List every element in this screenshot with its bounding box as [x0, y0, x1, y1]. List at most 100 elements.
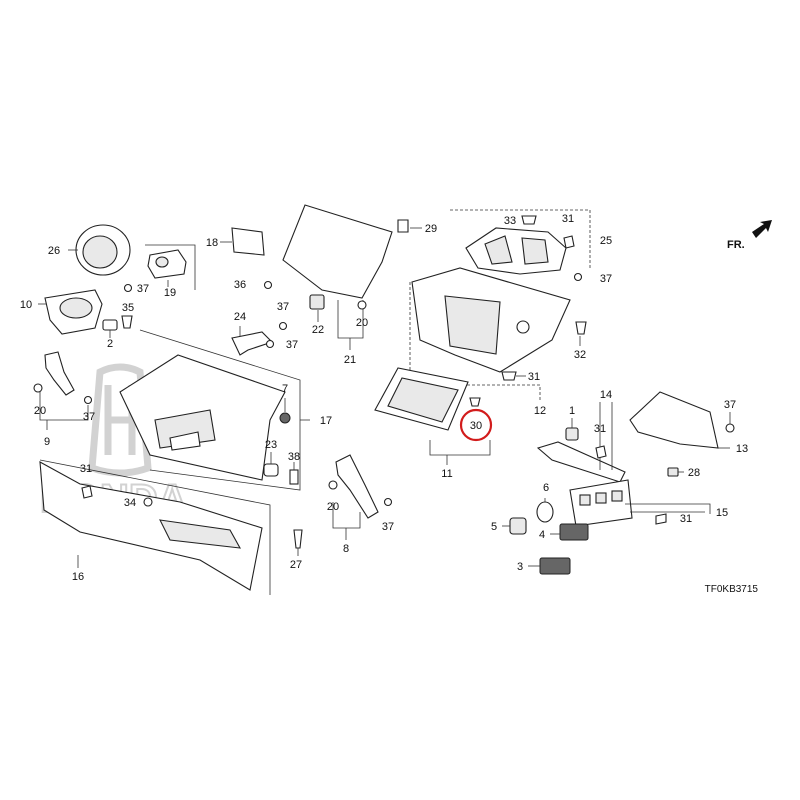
part-37-a[interactable]: [123, 283, 133, 293]
part-30[interactable]: [469, 397, 481, 407]
callout-6[interactable]: 6: [543, 482, 549, 494]
part-2[interactable]: [102, 319, 118, 338]
part-31-switch[interactable]: [595, 445, 607, 459]
part-12[interactable]: [409, 267, 571, 400]
callout-17[interactable]: 17: [320, 415, 332, 427]
callout-35[interactable]: 35: [122, 302, 134, 314]
part-24[interactable]: [231, 326, 274, 356]
part-35[interactable]: [121, 315, 133, 329]
callout-1[interactable]: 1: [569, 405, 575, 417]
part-37-e[interactable]: [383, 497, 393, 507]
part-22[interactable]: [309, 294, 325, 322]
part-11[interactable]: [374, 367, 491, 465]
callout-31-top[interactable]: 31: [562, 213, 574, 225]
callout-26[interactable]: 26: [48, 245, 60, 257]
part-17[interactable]: [119, 329, 310, 491]
part-18[interactable]: [220, 227, 265, 256]
callout-14[interactable]: 14: [600, 389, 612, 401]
callout-13[interactable]: 13: [736, 443, 748, 455]
callout-30[interactable]: 30: [470, 420, 482, 432]
part-10[interactable]: [38, 289, 103, 335]
part-20-c[interactable]: [328, 480, 338, 490]
callout-20-b[interactable]: 20: [356, 317, 368, 329]
callout-4[interactable]: 4: [539, 529, 545, 541]
part-37-f[interactable]: [573, 272, 583, 282]
part-13[interactable]: [629, 391, 730, 449]
callout-37-e[interactable]: 37: [382, 521, 394, 533]
callout-31-low[interactable]: 31: [80, 463, 92, 475]
part-28[interactable]: [667, 467, 684, 477]
callout-3[interactable]: 3: [517, 561, 523, 573]
callout-10[interactable]: 10: [20, 299, 32, 311]
part-38[interactable]: [289, 462, 299, 485]
callout-22[interactable]: 22: [312, 324, 324, 336]
part-25[interactable]: [450, 209, 591, 275]
callout-15[interactable]: 15: [716, 507, 728, 519]
callout-38[interactable]: 38: [288, 451, 300, 463]
callout-7[interactable]: 7: [282, 383, 288, 395]
callout-32[interactable]: 32: [574, 349, 586, 361]
part-15[interactable]: [569, 479, 711, 527]
part-36[interactable]: [263, 280, 273, 290]
part-23[interactable]: [263, 452, 279, 477]
part-34[interactable]: [143, 497, 153, 507]
callout-5[interactable]: 5: [491, 521, 497, 533]
part-32[interactable]: [575, 321, 587, 346]
callout-37-d[interactable]: 37: [286, 339, 298, 351]
part-37-c[interactable]: [278, 321, 288, 331]
callout-27[interactable]: 27: [290, 559, 302, 571]
part-5[interactable]: [502, 517, 527, 535]
part-29[interactable]: [397, 219, 422, 233]
part-4[interactable]: [550, 523, 589, 541]
callout-18[interactable]: 18: [206, 237, 218, 249]
callout-31-lower-panel[interactable]: 31: [680, 513, 692, 525]
callout-28[interactable]: 28: [688, 467, 700, 479]
callout-37-a[interactable]: 37: [137, 283, 149, 295]
part-31-lower-panel[interactable]: [655, 513, 667, 525]
part-14[interactable]: [536, 402, 626, 483]
part-31-low[interactable]: [81, 485, 93, 499]
part-26[interactable]: [68, 224, 131, 276]
callout-37-right[interactable]: 37: [724, 399, 736, 411]
callout-12[interactable]: 12: [534, 405, 546, 417]
callout-25[interactable]: 25: [600, 235, 612, 247]
part-1[interactable]: [565, 418, 579, 441]
callout-9[interactable]: 9: [44, 436, 50, 448]
part-37-right[interactable]: [725, 412, 735, 433]
part-31-top[interactable]: [563, 235, 575, 249]
part-6[interactable]: [536, 498, 554, 523]
part-19[interactable]: [145, 244, 196, 290]
part-8[interactable]: [332, 454, 379, 540]
callout-29[interactable]: 29: [425, 223, 437, 235]
callout-11[interactable]: 11: [441, 468, 452, 480]
part-20-a[interactable]: [33, 383, 43, 393]
callout-8[interactable]: 8: [343, 543, 349, 555]
callout-37-c[interactable]: 37: [277, 301, 289, 313]
callout-21[interactable]: 21: [344, 354, 356, 366]
callout-20-c[interactable]: 20: [327, 501, 339, 513]
callout-34[interactable]: 34: [124, 497, 136, 509]
part-31-mid[interactable]: [501, 371, 526, 381]
callout-36[interactable]: 36: [234, 279, 246, 291]
callout-16[interactable]: 16: [72, 571, 84, 583]
callout-19[interactable]: 19: [164, 287, 176, 299]
part-27[interactable]: [293, 529, 303, 556]
part-33[interactable]: [521, 215, 537, 225]
callout-24[interactable]: 24: [234, 311, 246, 323]
callout-20-a[interactable]: 20: [34, 405, 46, 417]
part-20-b[interactable]: [357, 300, 367, 310]
part-9[interactable]: [39, 351, 89, 430]
part-37-d[interactable]: [265, 339, 275, 349]
callout-31-mid[interactable]: 31: [528, 371, 540, 383]
part-16[interactable]: [39, 459, 271, 595]
callout-23[interactable]: 23: [265, 439, 277, 451]
part-7[interactable]: [279, 398, 291, 424]
callout-31-switch[interactable]: 31: [594, 423, 606, 435]
callout-2[interactable]: 2: [107, 338, 113, 350]
part-21[interactable]: [282, 204, 393, 350]
part-3[interactable]: [528, 557, 571, 575]
part-37-b[interactable]: [83, 395, 93, 405]
callout-37-b[interactable]: 37: [83, 411, 95, 423]
callout-37-f[interactable]: 37: [600, 273, 612, 285]
callout-33[interactable]: 33: [504, 215, 516, 227]
